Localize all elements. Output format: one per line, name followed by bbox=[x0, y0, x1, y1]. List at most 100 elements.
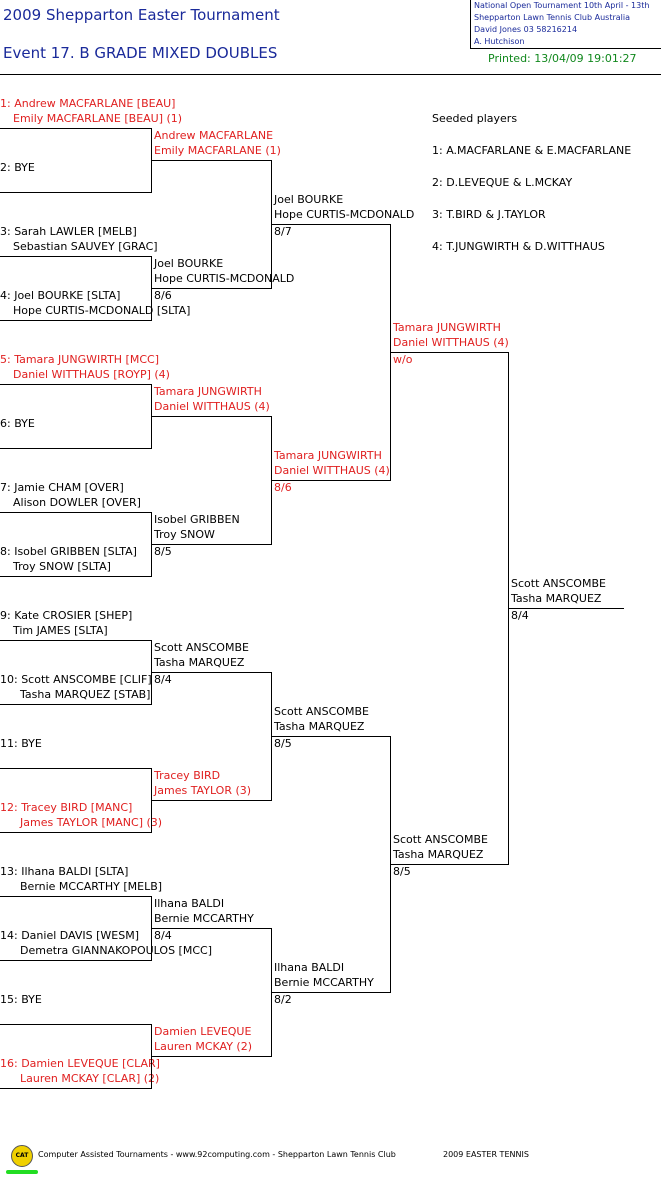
player-name-line1: Andrew MACFARLANE bbox=[154, 129, 274, 142]
player-name-line1: Isobel GRIBBEN bbox=[154, 513, 240, 526]
player-name-line2: Tasha MARQUEZ bbox=[393, 848, 484, 861]
bracket-line bbox=[0, 704, 152, 705]
bracket-connector bbox=[271, 928, 272, 1057]
bracket-line bbox=[152, 544, 272, 545]
bracket-line bbox=[0, 576, 152, 577]
player-name-line1: 15: BYE bbox=[0, 993, 42, 1006]
player-name-line2: Tasha MARQUEZ bbox=[511, 592, 602, 605]
match-score: 8/5 bbox=[154, 545, 172, 558]
bracket-line bbox=[0, 1024, 152, 1025]
bracket-line bbox=[0, 512, 152, 513]
seeded-player: 2: D.LEVEQUE & L.MCKAY bbox=[432, 176, 573, 189]
bracket-line bbox=[272, 224, 391, 225]
cat-logo-icon: CAT bbox=[11, 1145, 33, 1167]
player-name-line2: Daniel WITTHAUS (4) bbox=[393, 336, 509, 349]
player-name-line1: Scott ANSCOMBE bbox=[393, 833, 488, 846]
bracket-connector bbox=[508, 352, 509, 865]
match-score: 8/4 bbox=[154, 929, 172, 942]
player-name-line1: Scott ANSCOMBE bbox=[274, 705, 369, 718]
seeded-player: 4: T.JUNGWIRTH & D.WITTHAUS bbox=[432, 240, 605, 253]
match-score: 8/4 bbox=[511, 609, 529, 622]
event-title: Event 17. B GRADE MIXED DOUBLES bbox=[3, 44, 278, 62]
player-name-line1: 7: Jamie CHAM [OVER] bbox=[0, 481, 124, 494]
match-score: 8/4 bbox=[154, 673, 172, 686]
player-name-line1: 11: BYE bbox=[0, 737, 42, 750]
player-name-line2: Demetra GIANNAKOPOULOS [MCC] bbox=[20, 944, 212, 957]
player-name-line1: Tracey BIRD bbox=[154, 769, 221, 782]
seeded-player: 1: A.MACFARLANE & E.MACFARLANE bbox=[432, 144, 632, 157]
player-name-line1: Ilhana BALDI bbox=[274, 961, 345, 974]
bracket-connector bbox=[151, 640, 152, 705]
seeded-heading: Seeded players bbox=[432, 112, 518, 125]
bracket-line bbox=[0, 768, 152, 769]
player-name-line1: 1: Andrew MACFARLANE [BEAU] bbox=[0, 97, 176, 110]
bracket-connector bbox=[151, 256, 152, 321]
player-name-line1: Tamara JUNGWIRTH bbox=[274, 449, 382, 462]
bracket-line bbox=[152, 160, 272, 161]
bracket-connector bbox=[151, 768, 152, 833]
player-name-line2: James TAYLOR (3) bbox=[154, 784, 252, 797]
bracket-line bbox=[0, 640, 152, 641]
player-name-line1: 13: Ilhana BALDI [SLTA] bbox=[0, 865, 129, 878]
match-score: 8/5 bbox=[393, 865, 411, 878]
player-name-line2: Lauren MCKAY [CLAR] (2) bbox=[20, 1072, 160, 1085]
footer-event-name: 2009 EASTER TENNIS bbox=[443, 1150, 529, 1159]
player-name-line1: 8: Isobel GRIBBEN [SLTA] bbox=[0, 545, 137, 558]
bracket-line bbox=[0, 256, 152, 257]
player-name-line1: Tamara JUNGWIRTH bbox=[393, 321, 501, 334]
tournament-info-box: National Open Tournament 10th April - 13… bbox=[470, 0, 661, 49]
info-line: National Open Tournament 10th April - 13… bbox=[474, 1, 650, 10]
bracket-line bbox=[152, 288, 272, 289]
player-name-line2: Troy SNOW bbox=[154, 528, 215, 541]
player-name-line2: Bernie MCCARTHY bbox=[274, 976, 374, 989]
bracket-line bbox=[509, 608, 624, 609]
info-line: David Jones 03 58216214 bbox=[474, 25, 578, 34]
player-name-line2: Lauren MCKAY (2) bbox=[154, 1040, 253, 1053]
player-name-line1: 3: Sarah LAWLER [MELB] bbox=[0, 225, 137, 238]
bracket-line bbox=[0, 384, 152, 385]
match-score: 8/2 bbox=[274, 993, 292, 1006]
player-name-line2: Daniel WITTHAUS [ROYP] (4) bbox=[13, 368, 170, 381]
player-name-line1: 6: BYE bbox=[0, 417, 35, 430]
bracket-line bbox=[0, 128, 152, 129]
player-name-line1: Joel BOURKE bbox=[154, 257, 224, 270]
player-name-line2: Tasha MARQUEZ [STAB] bbox=[20, 688, 151, 701]
header-divider bbox=[0, 74, 661, 75]
bracket-connector bbox=[390, 224, 391, 481]
info-line: A. Hutchison bbox=[474, 37, 525, 46]
bracket-connector bbox=[151, 1024, 152, 1089]
bracket-line bbox=[0, 832, 152, 833]
player-name-line2: Emily MACFARLANE (1) bbox=[154, 144, 281, 157]
player-name-line2: Emily MACFARLANE [BEAU] (1) bbox=[13, 112, 183, 125]
player-name-line1: Scott ANSCOMBE bbox=[154, 641, 249, 654]
bracket-line bbox=[152, 928, 272, 929]
player-name-line1: 5: Tamara JUNGWIRTH [MCC] bbox=[0, 353, 159, 366]
bracket-line bbox=[0, 448, 152, 449]
bracket-connector bbox=[151, 896, 152, 961]
player-name-line1: Joel BOURKE bbox=[274, 193, 344, 206]
bracket-connector bbox=[390, 736, 391, 993]
bracket-line bbox=[0, 192, 152, 193]
bracket-line bbox=[391, 864, 509, 865]
player-name-line2: Hope CURTIS-MCDONALD bbox=[154, 272, 295, 285]
player-name-line2: Alison DOWLER [OVER] bbox=[13, 496, 141, 509]
bracket-line bbox=[272, 480, 391, 481]
bracket-line bbox=[0, 960, 152, 961]
player-name-line2: Bernie MCCARTHY bbox=[154, 912, 254, 925]
player-name-line2: James TAYLOR [MANC] (3) bbox=[20, 816, 163, 829]
player-name-line2: Hope CURTIS-MCDONALD bbox=[274, 208, 415, 221]
player-name-line1: Damien LEVEQUE bbox=[154, 1025, 252, 1038]
player-name-line1: Ilhana BALDI bbox=[154, 897, 225, 910]
player-name-line1: 14: Daniel DAVIS [WESM] bbox=[0, 929, 139, 942]
bracket-line bbox=[0, 1088, 152, 1089]
match-score: w/o bbox=[393, 353, 413, 366]
bracket-line bbox=[391, 352, 509, 353]
bracket-connector bbox=[271, 160, 272, 289]
match-score: 8/5 bbox=[274, 737, 292, 750]
bracket-line bbox=[272, 992, 391, 993]
player-name-line1: Scott ANSCOMBE bbox=[511, 577, 606, 590]
player-name-line2: Daniel WITTHAUS (4) bbox=[154, 400, 270, 413]
match-score: 8/6 bbox=[274, 481, 292, 494]
bracket-line bbox=[272, 736, 391, 737]
match-score: 8/7 bbox=[274, 225, 292, 238]
